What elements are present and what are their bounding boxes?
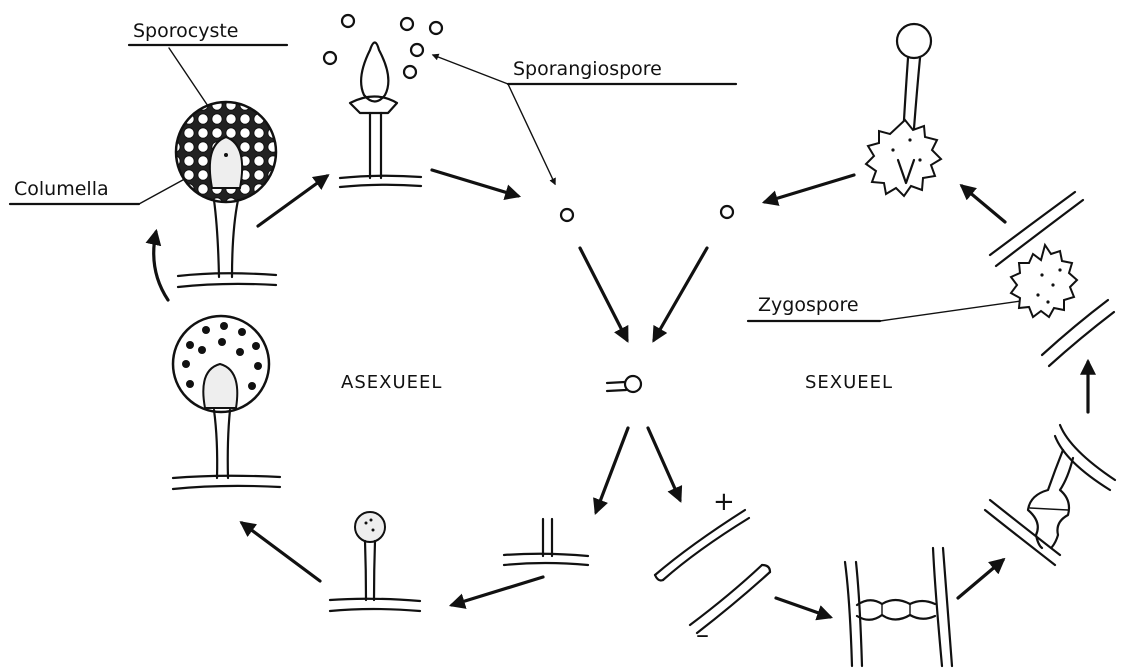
asexueel-label: ASEXUEEL xyxy=(341,372,442,393)
arrow-germ-to-hyphae xyxy=(648,428,680,500)
mature-sporangium xyxy=(176,102,276,287)
label-zygospore: Zygospore xyxy=(748,294,1028,321)
arrow-germtube-to-small xyxy=(452,577,543,605)
germinating-zygospore xyxy=(866,24,941,196)
arrow-left-spore-to-germ xyxy=(580,248,627,340)
plus-sign: + xyxy=(713,487,735,517)
sexueel-label: SEXUEEL xyxy=(805,372,893,393)
arrow-germ-to-tube xyxy=(596,428,628,512)
zygospore-formation xyxy=(990,192,1114,366)
arrow-sporangium-to-burst xyxy=(258,176,327,226)
arrow-progametangia-to-gametangia xyxy=(958,560,1003,598)
arrow-small-to-young xyxy=(242,523,320,581)
plus-hypha xyxy=(655,510,749,580)
arrow-burst-to-spore xyxy=(432,170,518,196)
germinating-spore xyxy=(607,376,641,392)
label-sporocyste: Sporocyste xyxy=(129,20,287,112)
sporangiospore-text: Sporangiospore xyxy=(513,58,662,80)
arrow-hyphae-to-progametangia xyxy=(776,598,830,617)
zygospore-text: Zygospore xyxy=(758,294,859,316)
germ-tube xyxy=(504,519,588,565)
progametangia xyxy=(845,548,952,666)
arrow-young-to-mature xyxy=(154,232,168,300)
arrow-right-spore-to-germ xyxy=(654,248,707,340)
released-spores xyxy=(324,15,442,78)
arrow-germination-to-spore xyxy=(765,175,854,202)
spore-right xyxy=(721,206,733,218)
sporangiophore-small xyxy=(330,512,420,611)
gametangia xyxy=(985,425,1115,565)
cycle-arrows xyxy=(154,170,1088,617)
label-sporangiospore: Sporangiospore xyxy=(433,55,736,184)
arrow-zygospore-to-germination xyxy=(962,186,1005,222)
burst-sporangium xyxy=(340,43,421,188)
young-sporangium xyxy=(173,316,280,489)
spore-left xyxy=(561,209,573,221)
columella-text: Columella xyxy=(14,178,109,200)
sporocyste-text: Sporocyste xyxy=(133,20,239,42)
